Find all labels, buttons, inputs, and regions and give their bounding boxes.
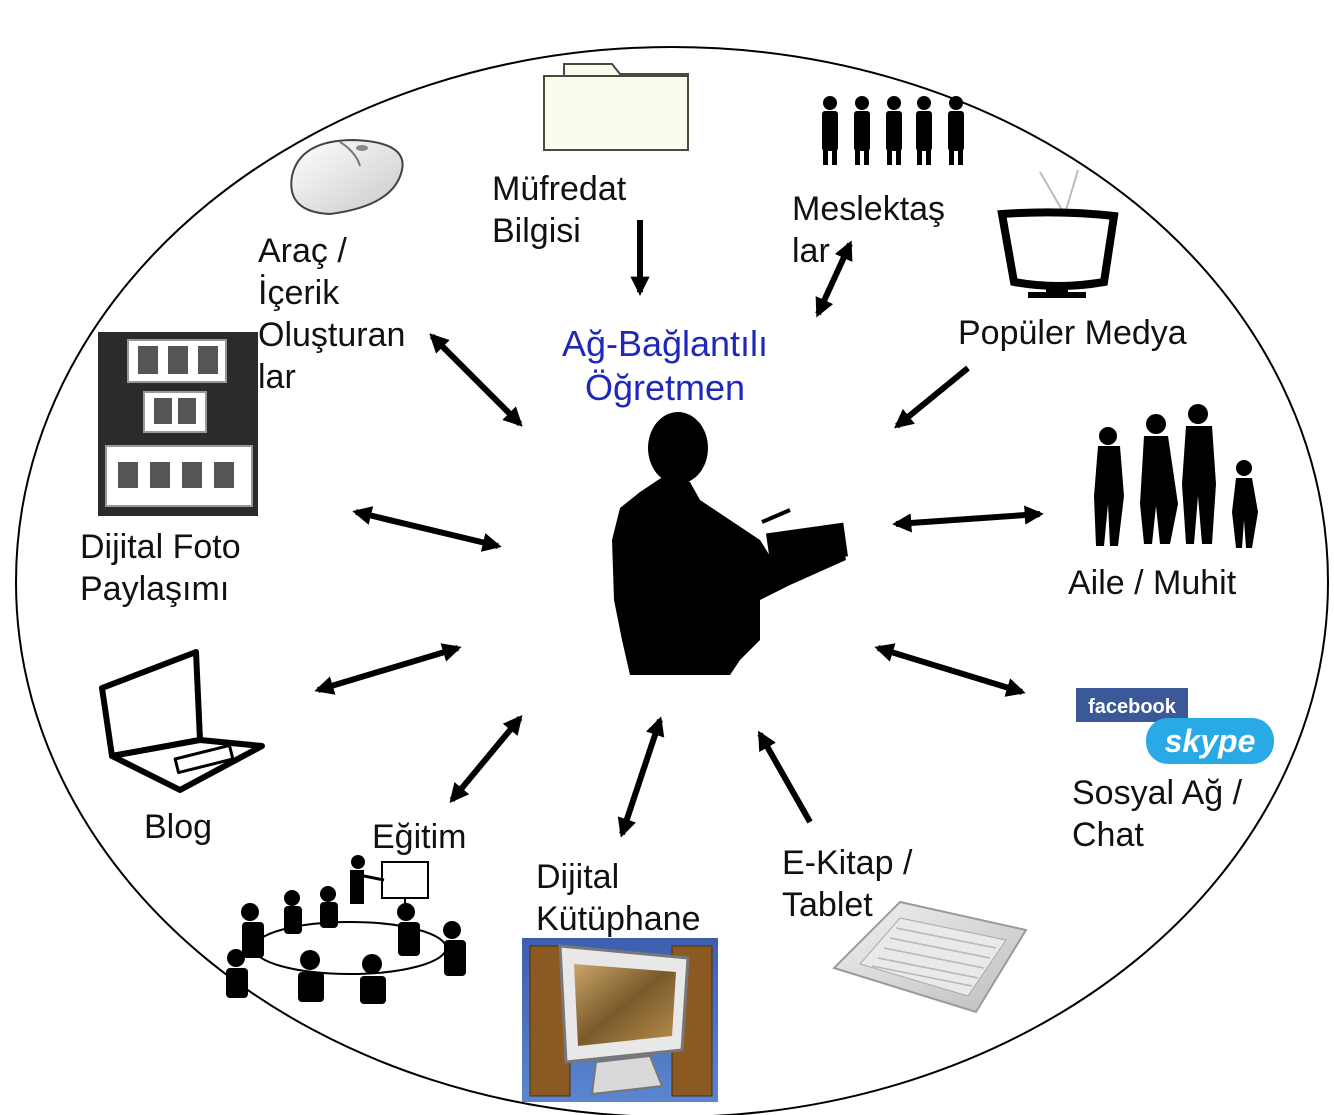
arrow-meslektaslar (815, 240, 853, 318)
people-group-icon (822, 96, 964, 165)
television-icon (997, 169, 1119, 298)
label-mufredat: Müfredat Bilgisi (492, 170, 627, 250)
arrow-sosyal-ag (874, 643, 1026, 697)
label-populer-medya: Popüler Medya (958, 314, 1187, 352)
arrow-populer-medya (894, 365, 970, 429)
arrow-arac (429, 333, 523, 427)
center-title: Ağ-Bağlantılı Öğretmen (561, 323, 769, 408)
label-sosyal-ag: Sosyal Ağ / Chat (1072, 774, 1243, 854)
arrow-blog (314, 643, 462, 695)
arrow-aile (892, 505, 1044, 533)
arrow-ekitap (757, 730, 813, 824)
skype-logo-text: skype (1165, 723, 1256, 759)
label-blog: Blog (144, 808, 213, 846)
arrow-egitim (449, 715, 523, 803)
laptop-icon (99, 649, 265, 793)
computer-mouse-icon (290, 138, 404, 216)
label-egitim: Eğitim (372, 818, 467, 856)
teacher-silhouette-icon (612, 412, 848, 675)
photo-frames-icon (98, 332, 258, 516)
facebook-skype-logo-icon: facebook skype (1076, 688, 1274, 764)
arrows (314, 220, 1044, 838)
label-aile: Aile / Muhit (1068, 564, 1237, 602)
label-meslektaslar: Meslektaş lar (792, 190, 946, 270)
arrow-dijital-foto (352, 506, 502, 552)
label-arac: Araç / İçerik Oluşturan lar (258, 232, 406, 396)
arrow-kutuphane (617, 716, 665, 838)
label-ekitap: E-Kitap / Tablet (782, 844, 913, 924)
facebook-logo-text: facebook (1088, 696, 1177, 718)
ebook-reader-icon (832, 900, 1028, 1014)
digital-library-monitor-icon (522, 938, 718, 1102)
training-meeting-icon (226, 855, 466, 1004)
label-dijital-foto: Dijital Foto Paylaşımı (80, 528, 241, 608)
family-icon (1094, 404, 1258, 548)
outer-circle (15, 46, 1329, 1115)
folder-icon (543, 63, 689, 151)
label-kutuphane: Dijital Kütüphane (536, 858, 701, 938)
